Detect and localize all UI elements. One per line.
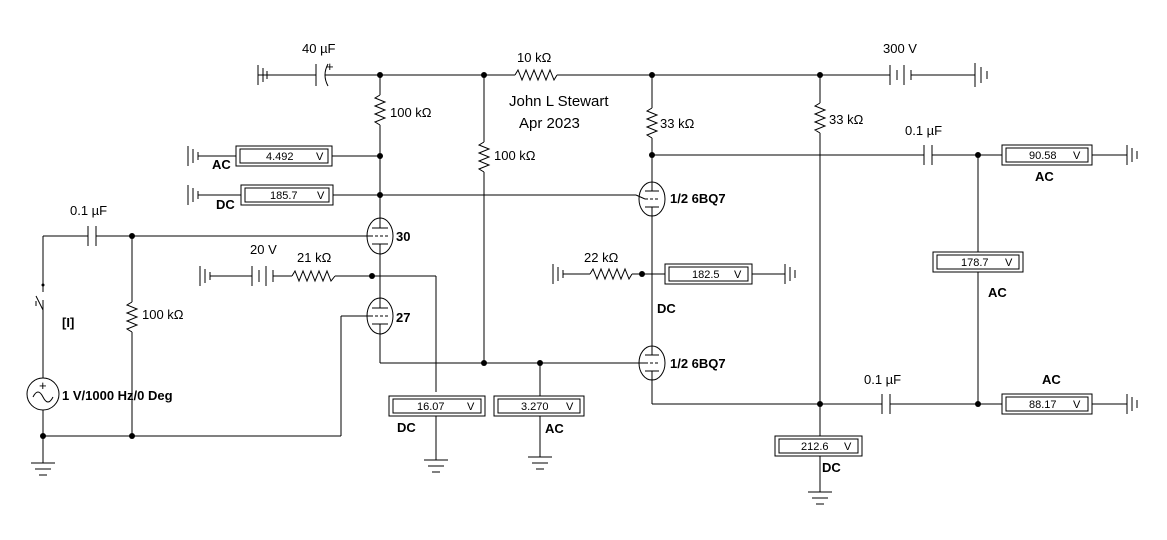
input-cap-label: 0.1 µF — [70, 203, 107, 218]
tube-top-label: 1/2 6BQ7 — [670, 191, 726, 206]
meter-7-value: 90.58 — [1029, 150, 1057, 162]
meter-4-mode: AC — [545, 421, 564, 436]
meter-dc-5: 182.5 V DC — [657, 263, 796, 316]
date-text: Apr 2023 — [519, 115, 580, 132]
meter-9-mode: AC — [1042, 372, 1061, 387]
series-resistor: 10 kΩ — [514, 50, 558, 82]
meter-9-value: 88.17 — [1029, 399, 1057, 411]
tube-6bq7-upper: 1/2 6BQ7 — [635, 181, 726, 345]
tube-27: 27 — [366, 297, 410, 335]
plate-load-bottom-label: 33 kΩ — [829, 112, 864, 127]
meter-8-mode: AC — [988, 285, 1007, 300]
tube-30-label: 30 — [396, 229, 410, 244]
input-coupling-capacitor: 0.1 µF — [43, 203, 132, 246]
meter-3-value: 16.07 — [417, 401, 445, 413]
bias-battery: 20 V — [199, 242, 292, 286]
meter-2-value: 185.7 — [270, 190, 298, 202]
plate-load-top-label: 33 kΩ — [660, 116, 695, 131]
input-switch: [I] — [35, 236, 74, 378]
tube-bot-label: 1/2 6BQ7 — [670, 356, 726, 371]
meter-4-value: 3.270 — [521, 401, 549, 413]
meter-5-mode: DC — [657, 301, 676, 316]
meter-5-value: 182.5 — [692, 269, 720, 281]
meter-ac-9: 88.17 V AC — [1001, 372, 1138, 415]
meter-6-mode: DC — [822, 460, 841, 475]
supply-battery-label: 300 V — [883, 41, 917, 56]
tube-27-label: 27 — [396, 310, 410, 325]
bias-resistor: 100 kΩ — [477, 75, 536, 363]
plate-load-30-label: 100 kΩ — [390, 105, 432, 120]
filter-capacitor: + 40 µF — [257, 41, 336, 87]
meter-ac-7: 90.58 V AC — [1001, 144, 1138, 184]
cathode-resistor-27-label: 21 kΩ — [297, 250, 332, 265]
meter-7-mode: AC — [1035, 169, 1054, 184]
ac-source: + 1 V/1000 Hz/0 Deg — [26, 377, 173, 463]
output-cap-top: 0.1 µF — [905, 123, 1002, 165]
supply-battery: 300 V — [883, 41, 988, 87]
meter-7-unit: V — [1073, 150, 1081, 162]
meter-dc-2: 185.7 V DC — [187, 184, 380, 212]
meter-1-value: 4.492 — [266, 151, 294, 163]
meter-6-unit: V — [844, 441, 852, 453]
bias-battery-label: 20 V — [250, 242, 277, 257]
meter-2-mode: DC — [216, 197, 235, 212]
meter-8-unit: V — [1005, 257, 1013, 269]
bias-resistor-label: 100 kΩ — [494, 148, 536, 163]
meter-3-mode: DC — [397, 420, 416, 435]
svg-text:+: + — [39, 378, 47, 393]
cathode-resistor-27: 21 kΩ — [291, 250, 436, 283]
meter-ac-4: 3.270 V AC — [493, 363, 585, 470]
plate-load-bottom: 33 kΩ — [813, 75, 864, 436]
output-cap-bottom-label: 0.1 µF — [864, 372, 901, 387]
switch-label: [I] — [62, 315, 74, 330]
meter-ac-8: 178.7 V AC — [932, 251, 1024, 300]
meter-dc-3: 16.07 V DC — [388, 395, 486, 473]
meter-5-unit: V — [734, 269, 742, 281]
grid-resistor-6bq7-label: 22 kΩ — [584, 250, 619, 265]
meter-1-unit: V — [316, 151, 324, 163]
plate-load-30: 100 kΩ — [373, 75, 432, 218]
junction-dots — [40, 72, 981, 439]
grid-resistor: 100 kΩ — [125, 236, 184, 436]
meter-3-unit: V — [467, 401, 475, 413]
output-cap-bottom: 0.1 µF — [864, 372, 1002, 414]
meter-4-unit: V — [566, 401, 574, 413]
tube-30: 30 — [366, 217, 410, 255]
plate-load-top: 33 kΩ — [645, 75, 924, 182]
output-cap-top-label: 0.1 µF — [905, 123, 942, 138]
source-label: 1 V/1000 Hz/0 Deg — [62, 388, 173, 403]
input-ground — [31, 462, 55, 476]
tube-6bq7-lower: 1/2 6BQ7 — [636, 345, 882, 405]
grid-resistor-6bq7: 22 kΩ — [552, 250, 665, 284]
svg-text:+: + — [326, 59, 334, 74]
meter-ac-1: 4.492 V AC — [187, 145, 380, 172]
meter-2-unit: V — [317, 190, 325, 202]
meter-9-unit: V — [1073, 399, 1081, 411]
series-resistor-label: 10 kΩ — [517, 50, 552, 65]
meter-8-value: 178.7 — [961, 257, 989, 269]
author-text: John L Stewart — [509, 93, 609, 110]
meter-1-mode: AC — [212, 157, 231, 172]
meter-6-value: 212.6 — [801, 441, 829, 453]
grid-resistor-label: 100 kΩ — [142, 307, 184, 322]
filter-cap-label: 40 µF — [302, 41, 336, 56]
meter-dc-6: 212.6 V DC — [774, 435, 863, 505]
